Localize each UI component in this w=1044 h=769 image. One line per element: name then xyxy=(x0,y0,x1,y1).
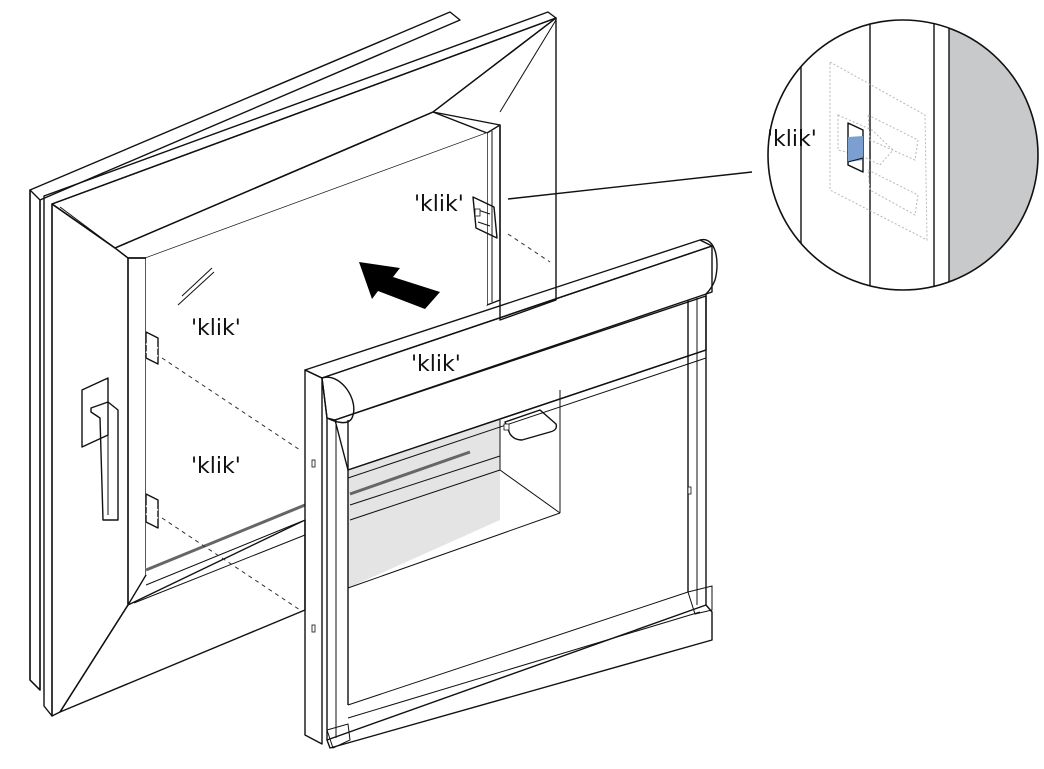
slot-right xyxy=(687,486,692,495)
corner-bottom-right xyxy=(687,585,713,615)
glass-reflection-1 xyxy=(181,267,213,297)
screen-bottom-bar xyxy=(347,349,707,471)
glass-reflection-2 xyxy=(177,271,215,306)
callout-leader-line xyxy=(507,171,753,200)
handle-rosette xyxy=(81,377,109,448)
mitre-top-left xyxy=(59,206,116,249)
unit-left-side xyxy=(304,369,323,745)
label-klik-left-upper: 'klik' xyxy=(191,316,241,341)
through-view xyxy=(348,420,500,588)
through-view-bottom xyxy=(347,512,561,589)
detail-clip-ghost xyxy=(829,61,928,241)
frame-inner-reveal-left xyxy=(127,257,147,606)
corner-bottom-left xyxy=(326,723,351,749)
clip-left-upper xyxy=(145,331,159,365)
screen-cassette-unit xyxy=(304,239,718,749)
through-view-line-2 xyxy=(349,469,501,521)
through-view-bead xyxy=(349,450,471,496)
magnifier-ring xyxy=(767,19,1039,291)
bottom-rail-inner xyxy=(347,591,689,706)
insert-direction-arrow xyxy=(359,262,440,309)
mitre-top-right xyxy=(499,19,557,113)
guide-line-lower xyxy=(161,517,301,611)
guide-line-upper xyxy=(161,357,301,451)
window-handle xyxy=(81,377,119,521)
window-frame xyxy=(29,11,557,717)
frame-back-side xyxy=(29,189,41,691)
detail-frame-side xyxy=(949,20,1038,290)
clip-top-right xyxy=(472,196,498,239)
detail-clip-tab xyxy=(848,136,863,162)
cassette-endcap-right xyxy=(699,239,718,295)
label-klik-left-lower: 'klik' xyxy=(191,454,241,479)
mitre-bottom-left xyxy=(59,604,129,713)
sill-line-2 xyxy=(133,534,306,604)
window-glass xyxy=(146,133,487,575)
label-klik-detail: 'klik' xyxy=(767,127,817,152)
clip-left-lower xyxy=(145,493,159,529)
cassette-endcap-left xyxy=(321,376,355,424)
slot-left-lower xyxy=(311,624,316,633)
clip-detail-magnifier xyxy=(767,19,1039,291)
bottom-bar-pull-handle xyxy=(503,409,558,441)
frame-left-bar xyxy=(51,203,129,717)
slot-left-upper xyxy=(311,459,316,468)
bottom-rail xyxy=(326,604,713,749)
sill-bead xyxy=(145,503,306,572)
label-klik-top-right: 'klik' xyxy=(414,192,464,217)
label-klik-cassette: 'klik' xyxy=(411,352,461,377)
frame-inner-reveal-right xyxy=(486,124,501,306)
through-view-line-1 xyxy=(349,455,501,506)
bottom-rail-mid xyxy=(347,611,701,719)
handle-lever xyxy=(90,401,119,521)
screen-bottom-bar-edge xyxy=(347,357,707,479)
sill-line-1 xyxy=(145,519,306,586)
through-view-diagonal xyxy=(499,469,561,514)
guide-line-right xyxy=(507,233,551,263)
